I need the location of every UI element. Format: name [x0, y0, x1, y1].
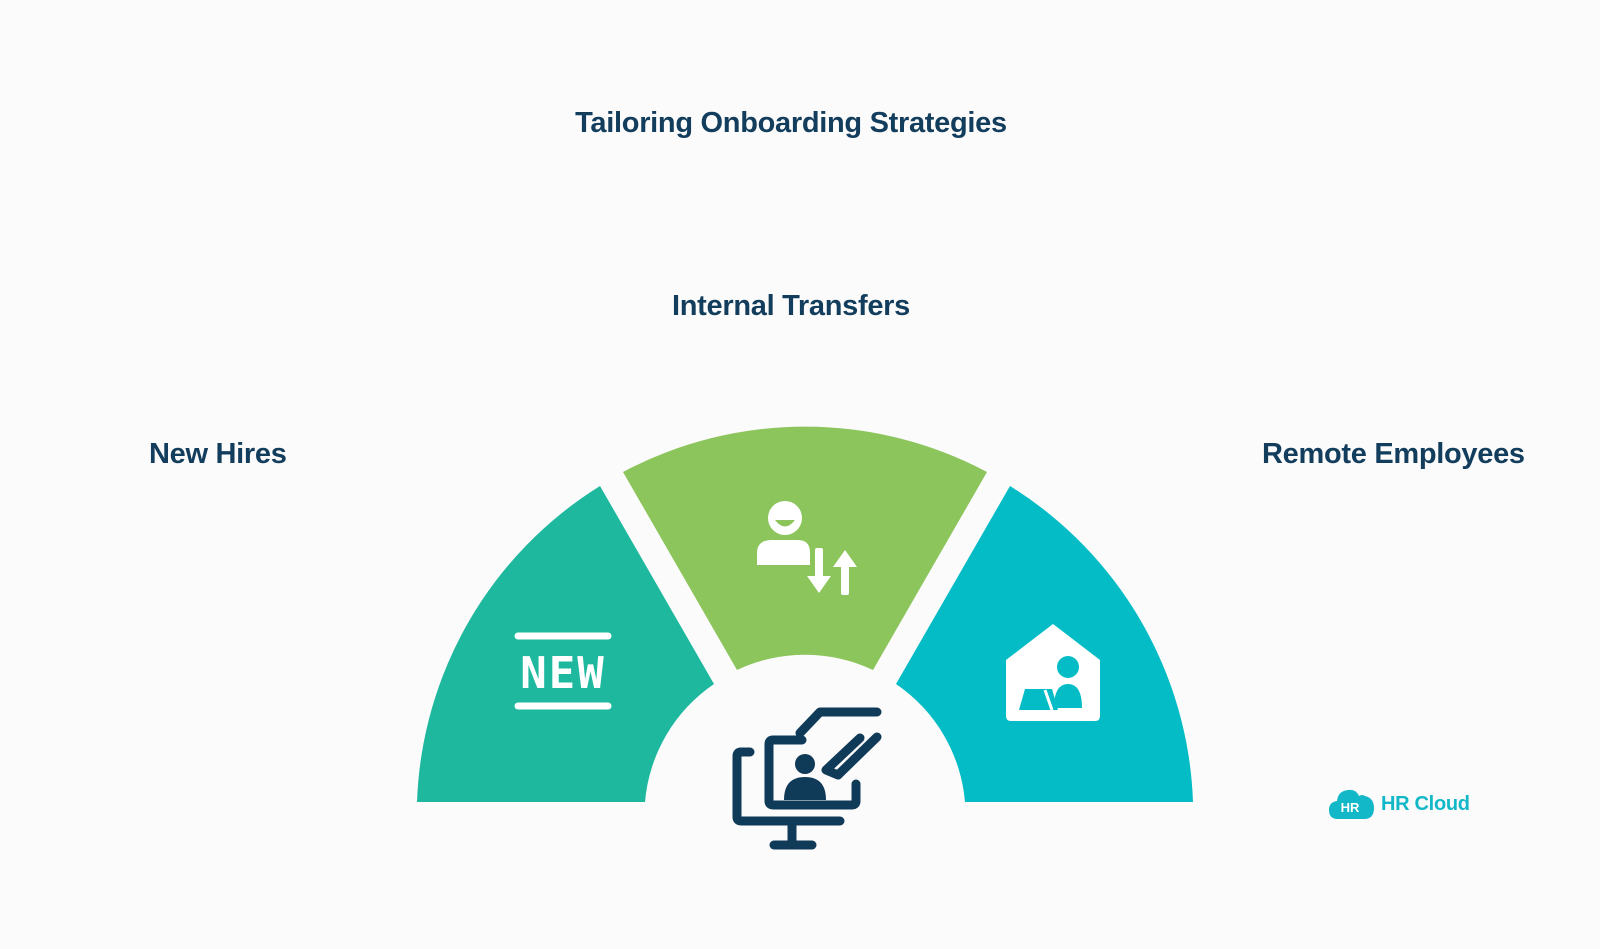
new-badge-icon: NEW — [514, 632, 612, 710]
segment-label-remote-employees: Remote Employees — [1262, 438, 1525, 470]
brand-logo: HR HR Cloud — [1328, 786, 1470, 822]
brand-name: HR Cloud — [1381, 792, 1470, 815]
segment-label-new-hires: New Hires — [149, 438, 287, 470]
cloud-icon: HR — [1329, 789, 1374, 819]
user-transfer-icon — [757, 501, 857, 595]
new-badge-text: NEW — [520, 648, 605, 699]
segment-label-internal-transfers: Internal Transfers — [672, 290, 910, 322]
diagram-title: Tailoring Onboarding Strategies — [575, 107, 1007, 139]
segment-new-hires — [417, 486, 714, 802]
monitor-video-call-icon — [732, 707, 882, 850]
brand-mark: HR — [1341, 800, 1360, 815]
home-office-icon — [1006, 624, 1100, 721]
